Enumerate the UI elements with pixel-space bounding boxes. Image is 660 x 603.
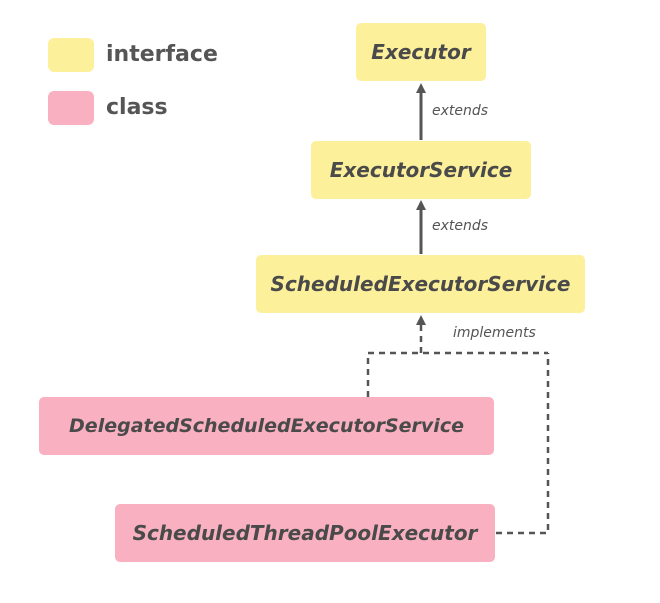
- extends-label-2: extends: [432, 218, 489, 234]
- executor-service-node: ExecutorService: [311, 141, 531, 199]
- delegated-scheduled-executor-service-node: DelegatedScheduledExecutorService: [39, 397, 494, 455]
- legend-class-label: class: [106, 95, 168, 120]
- legend-interface-swatch: [48, 38, 94, 72]
- legend-class-swatch: [48, 91, 94, 125]
- executor-node: Executor: [356, 23, 486, 81]
- extends-label-1: extends: [432, 103, 489, 119]
- delegated-scheduled-executor-service-label: DelegatedScheduledExecutorService: [69, 415, 464, 437]
- scheduled-thread-pool-executor-node: ScheduledThreadPoolExecutor: [115, 504, 495, 562]
- scheduled-thread-pool-executor-label: ScheduledThreadPoolExecutor: [132, 521, 478, 545]
- implements-line-thread-pool: [496, 353, 550, 535]
- scheduled-executor-service-node: ScheduledExecutorService: [256, 255, 585, 313]
- executor-label: Executor: [371, 40, 471, 64]
- scheduled-executor-service-label: ScheduledExecutorService: [270, 272, 571, 296]
- implements-label: implements: [453, 325, 536, 341]
- implements-line-delegated: [366, 351, 548, 397]
- executor-service-label: ExecutorService: [329, 158, 513, 182]
- legend-interface-label: interface: [106, 42, 218, 67]
